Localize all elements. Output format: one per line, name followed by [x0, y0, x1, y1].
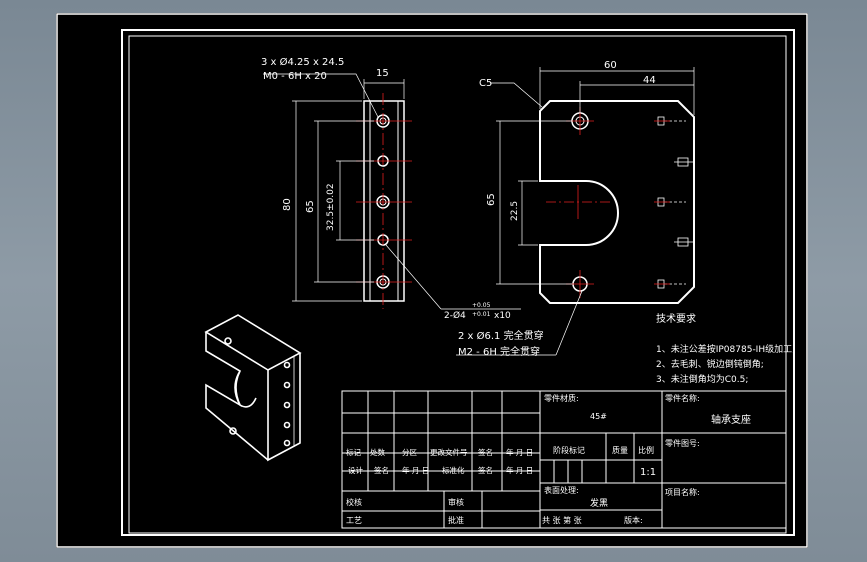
svg-text:标准化: 标准化 — [442, 465, 465, 475]
drawing-sheet: 3 x Ø4.25 x 24.5 M0 - 6H x 20 15 80 65 3… — [56, 13, 808, 548]
sheets-text: 共 张 第 张 — [542, 515, 582, 525]
pin-tol-lower: +0.01 — [472, 311, 491, 318]
process-label: 工艺 — [346, 516, 362, 525]
revision-header-row: 标记 处数 分区 更改文件号 签名 年 月 日 — [346, 447, 533, 457]
front-view-centerlines — [546, 107, 670, 298]
side-view — [263, 73, 521, 310]
material-label: 零件材质: — [544, 393, 579, 403]
side-dim-height-inner: 65 — [305, 200, 316, 213]
tech-req-item-2: 2、去毛刺、锐边倒钝倒角; — [656, 358, 764, 370]
svg-text:签名: 签名 — [374, 465, 389, 475]
approve-label: 批准 — [448, 515, 464, 525]
through-note-2: M2 - 6H 完全贯穿 — [458, 345, 540, 358]
part-name-label: 零件名称: — [665, 393, 700, 403]
surface-label: 表面处理: — [544, 485, 579, 495]
side-dim-width: 15 — [376, 68, 389, 79]
review-label: 审核 — [448, 497, 464, 507]
svg-text:处数: 处数 — [370, 447, 385, 457]
side-dim-height-total: 80 — [282, 198, 293, 211]
side-view-outline — [363, 100, 405, 302]
front-view-dimensions — [456, 67, 695, 356]
drawing-canvas: 3 x Ø4.25 x 24.5 M0 - 6H x 20 15 80 65 3… — [56, 13, 808, 548]
svg-text:分区: 分区 — [402, 448, 417, 457]
tech-req-item-1: 1、未注公差按IP08785-IH级加工; — [656, 343, 795, 355]
outer-frame — [56, 13, 808, 548]
side-view-dimensions — [263, 73, 521, 310]
front-dim-slot: 22.5 — [510, 201, 520, 221]
material-value: 45# — [590, 412, 607, 421]
front-dim-inner-width: 44 — [643, 75, 656, 86]
svg-text:标记: 标记 — [346, 447, 361, 457]
through-note-1: 2 x Ø6.1 完全贯穿 — [458, 329, 544, 342]
drawing-no-label: 零件图号: — [665, 438, 700, 448]
title-block-grid — [341, 390, 787, 529]
svg-text:年 月 日: 年 月 日 — [506, 465, 533, 475]
signature-header-row: 设计 签名 年 月 日 标准化 签名 年 月 日 — [348, 465, 533, 475]
stage-label: 阶段标记 — [553, 445, 585, 455]
svg-text:签名: 签名 — [478, 465, 493, 475]
project-label: 项目名称: — [665, 487, 700, 497]
scale-label: 比例 — [638, 445, 654, 455]
tech-req-title: 技术要求 — [656, 312, 696, 325]
surface-value: 发黑 — [590, 497, 608, 509]
svg-text:设计: 设计 — [348, 465, 363, 475]
pin-depth: x10 — [494, 311, 511, 321]
front-dim-height: 65 — [486, 193, 497, 206]
svg-text:签名: 签名 — [478, 447, 493, 457]
front-view-outline — [539, 100, 695, 304]
pin-note: 2-Ø4 — [444, 310, 466, 321]
front-dim-width: 60 — [604, 60, 617, 71]
svg-text:年 月 日: 年 月 日 — [402, 465, 429, 475]
side-dim-pitch: 32.5±0.02 — [326, 183, 336, 231]
svg-text:更改文件号: 更改文件号 — [430, 447, 468, 457]
tech-req-item-3: 3、未注倒角均为C0.5; — [656, 373, 748, 385]
scale-value: 1:1 — [640, 467, 656, 478]
part-name-value: 轴承支座 — [711, 413, 751, 426]
front-view — [456, 67, 695, 356]
check-label: 校核 — [346, 497, 362, 507]
svg-text:年 月 日: 年 月 日 — [506, 447, 533, 457]
weight-label: 质量 — [612, 445, 628, 455]
isometric-view — [204, 314, 302, 462]
chamfer-label: C5 — [479, 78, 492, 89]
white-border — [121, 29, 795, 536]
side-hole-note-1: 3 x Ø4.25 x 24.5 — [261, 56, 344, 68]
side-hole-note-2: M0 - 6H x 20 — [263, 71, 327, 82]
pin-tol-upper: +0.05 — [472, 302, 491, 309]
front-side-threads — [657, 116, 694, 289]
version-label: 版本: — [624, 515, 643, 525]
inner-frame — [128, 35, 787, 534]
